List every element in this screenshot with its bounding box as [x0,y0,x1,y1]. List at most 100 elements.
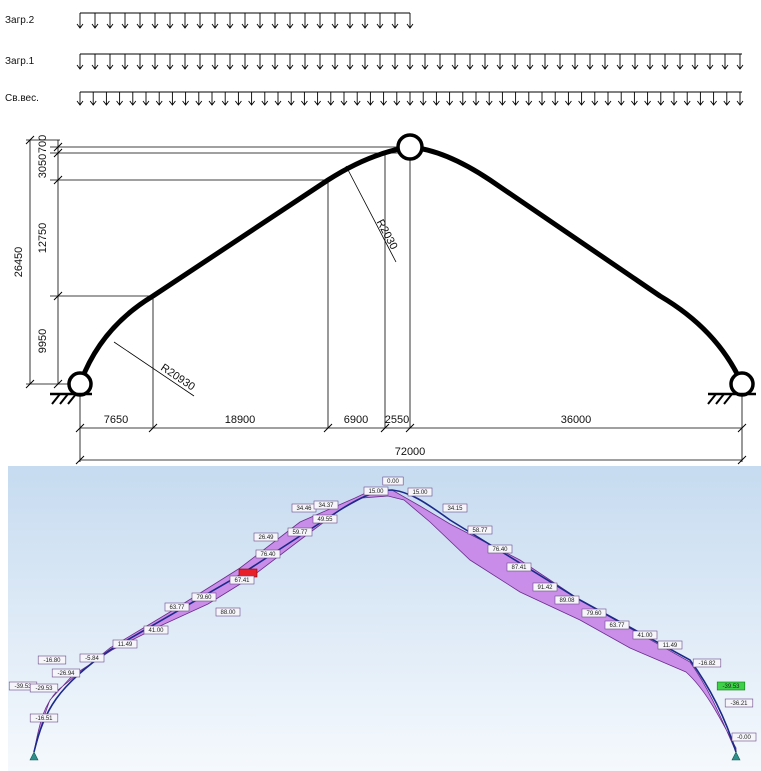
radius-leader-lower [113,341,195,397]
moment-value-text: 0.00 [387,479,399,485]
load-arrow-icon [241,54,249,70]
moment-value-label: 67.41 [229,575,255,585]
load-arrow-icon [76,13,84,29]
load-arrow-icon [181,13,189,29]
moment-value-label: 41.00 [632,630,658,640]
viewport-background [8,466,761,771]
moment-value-text: 11.49 [663,643,678,649]
moment-value-label: 91.42 [532,582,558,592]
moment-value-label: -16.80 [37,655,67,665]
moment-value-label: 41.00 [143,625,169,635]
dim-7650: 7650 [104,414,128,426]
load-arrow-icon [235,92,242,106]
load-arrow-icon [274,92,282,106]
moment-value-text: 63.77 [169,605,185,611]
load-arrow-icon [436,54,444,70]
moment-value-label: 76.40 [487,544,513,554]
moment-value-label: 88.00 [215,607,241,617]
moment-value-text: 59.77 [292,530,308,536]
load-arrow-icon [76,92,84,106]
moment-value-text: -26.94 [57,671,75,677]
load-arrow-icon [466,54,474,70]
load-arrow-icon [551,92,559,106]
load-arrow-icon [661,54,669,70]
support-icon [731,751,741,761]
load-arrow-icon [736,92,744,106]
load-arrow-icon [499,92,506,106]
moment-value-text: 34.37 [318,503,334,509]
moment-value-label: 49.55 [312,514,338,524]
load-arrow-icon [391,13,399,29]
load-arrow-icon [631,54,639,70]
load-arrow-icon [261,92,269,106]
moment-value-label: 11.49 [112,639,138,649]
hinge-icon [396,133,424,161]
load-arrow-icon [721,54,729,70]
load-case-1: Загр.1 [5,53,744,70]
load-arrow-icon [451,54,459,70]
moment-value-text: 41.00 [637,633,653,639]
load-arrow-icon [151,13,159,29]
moment-value-text: 87.41 [511,565,527,571]
load-arrow-icon [196,54,204,70]
load-case-self-weight: Св.вес. [5,91,744,106]
load-arrow-icon [616,54,624,70]
load-arrow-icon [591,92,599,106]
load-arrow-icon [511,54,519,70]
load-arrow-icon [136,54,144,70]
load-arrow-icon [151,54,159,70]
dim-36000: 36000 [561,414,592,426]
radius-lower-label: R20930 [158,362,197,394]
load-arrow-icon [196,13,204,29]
load-arrow-icon [419,92,427,106]
load-arrow-icon [459,92,467,106]
load-arrow-icon [433,92,440,106]
horizontal-dimension-ticks [75,423,747,433]
dim-3050: 3050 [37,154,49,178]
load-arrow-icon [683,92,691,106]
load-arrow-icon [670,92,678,106]
load-arrow-icon [406,54,414,70]
moment-value-label: 87.41 [506,562,532,572]
moment-value-text: 89.08 [559,598,575,604]
load-label-2: Загр.2 [5,15,35,26]
load-arrow-icon [91,13,99,29]
load-arrow-icon [327,92,335,106]
moment-value-text: -0.00 [737,735,751,741]
load-arrow-icon [182,92,189,106]
moment-value-label: 34.46 [291,503,317,513]
moment-value-label: 11.49 [657,640,683,650]
reference-lines [26,139,743,462]
moment-value-text: 67.41 [234,578,250,584]
moment-value-label: 79.60 [581,608,607,618]
load-arrow-icon [496,54,504,70]
fixed-support-icon [50,371,93,405]
load-arrow-icon [691,54,699,70]
load-arrow-icon [256,54,264,70]
load-arrow-icon [376,54,384,70]
load-arrow-icon [241,13,249,29]
moment-value-label: -36.21 [724,698,754,708]
moment-value-label: 89.08 [554,595,580,605]
load-arrow-icon [316,13,324,29]
load-arrow-icon [136,13,144,29]
load-arrow-icon [89,92,97,106]
load-arrow-icon [706,54,714,70]
distributed-load-arrows-2 [76,12,414,29]
load-arrow-icon [601,54,609,70]
load-arrow-icon [421,54,429,70]
distributed-load-arrows-1 [76,53,744,70]
load-arrow-icon [316,54,324,70]
arch-scheme: 700 3050 12750 9950 26450 7650 18900 690… [13,133,756,465]
load-arrow-icon [211,13,219,29]
load-arrow-icon [556,54,564,70]
load-arrow-icon [541,54,549,70]
load-arrow-icon [166,13,174,29]
load-arrow-icon [301,54,309,70]
load-arrow-icon [380,92,387,106]
load-arrow-icon [646,54,654,70]
load-arrow-icon [406,92,414,106]
arch-centerline [33,489,737,753]
moment-value-label: 63.77 [164,602,190,612]
